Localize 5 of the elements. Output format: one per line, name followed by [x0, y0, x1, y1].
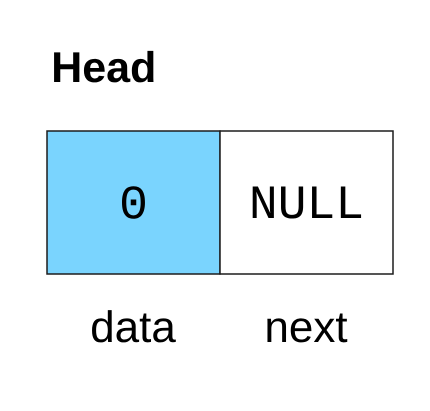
- record-cell: NULL: [219, 130, 394, 275]
- field-label: next: [267, 314, 348, 342]
- title: Head: [54, 50, 154, 82]
- field-label: data: [92, 310, 176, 342]
- record-cell: 0: [46, 130, 221, 275]
